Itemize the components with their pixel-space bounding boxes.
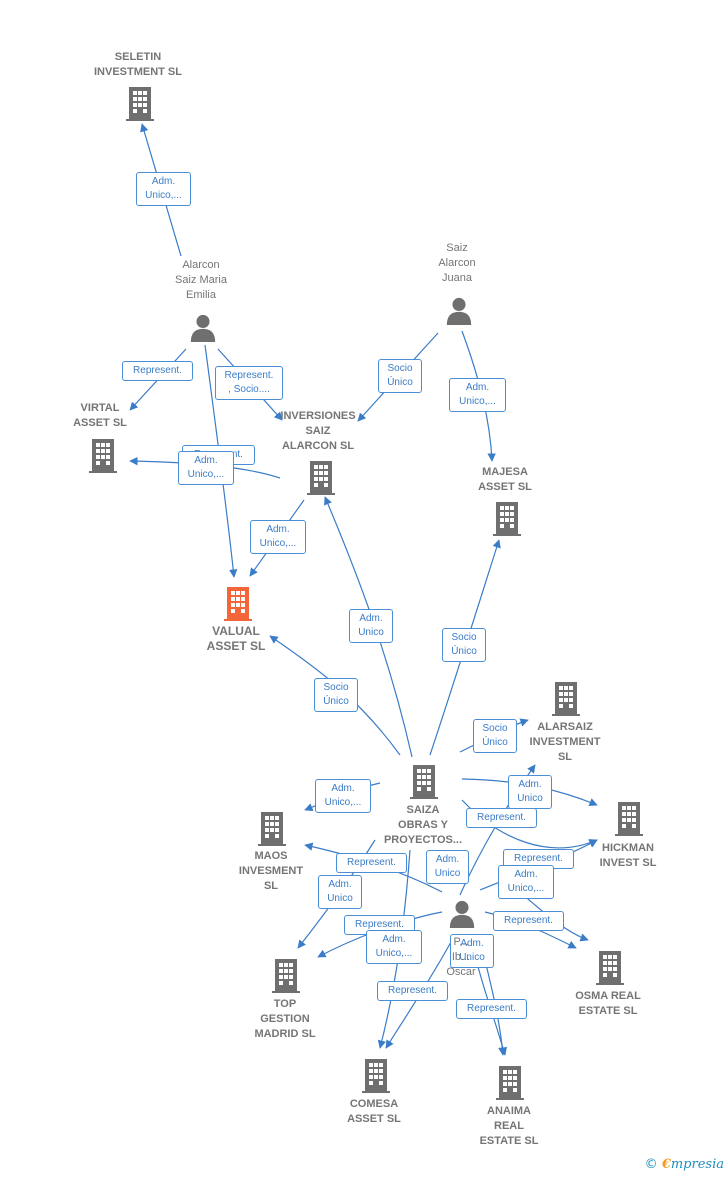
edge-label-e20[interactable]: Adm. Unico,... [498,865,554,899]
node-label-hickman[interactable]: HICKMAN INVEST SL [599,842,657,869]
building-icon-comesa[interactable] [362,1059,390,1093]
edge-label-e11[interactable]: Socio Único [442,628,486,662]
node-label-top_gestion[interactable]: TOP GESTION MADRID SL [254,998,316,1040]
edge-label-e10[interactable]: Socio Único [314,678,358,712]
node-label-person_oscar[interactable]: P... Ib... Oscar [446,936,476,978]
edge-label-e9[interactable]: Adm. Unico [349,609,393,643]
building-icon-hickman[interactable] [615,802,643,836]
brand-initial: € [661,1157,671,1172]
edge-label-e22[interactable]: Represent. [493,911,564,931]
edge-label-e1[interactable]: Adm. Unico,... [136,172,191,206]
edge-label-e25[interactable]: Represent. [377,981,448,1001]
edge-label-e6[interactable]: Socio Único [378,359,422,393]
edge-label-e2[interactable]: Represent. [122,361,193,381]
building-icon-alarsaiz[interactable] [552,682,580,716]
edge-label-e8[interactable]: Adm. Unico,... [250,520,306,554]
edge-label-e26[interactable]: Represent. [456,999,527,1019]
person-icon-saiz_juana[interactable] [446,297,472,325]
person-icon-person_oscar[interactable] [449,900,475,928]
node-label-seletin[interactable]: SELETIN INVESTMENT SL [93,51,182,78]
edge-label-e12[interactable]: Socio Único [473,719,517,753]
edge-label-e17[interactable]: Adm. Unico [426,850,469,884]
brand-logo: © €mpresia [645,1157,724,1172]
edge-label-e16[interactable]: Represent. [336,853,407,873]
building-icon-top_gestion[interactable] [272,959,300,993]
edge-label-e5[interactable]: Adm. Unico,... [178,451,234,485]
node-label-alarsaiz[interactable]: ALARSAIZ INVESTMENT SL [529,721,601,763]
building-icon-majesa[interactable] [493,502,521,536]
person-icon-alarcon_maria[interactable] [190,314,216,342]
building-icon-inversiones[interactable] [307,461,335,495]
node-label-saiz_juana[interactable]: Saiz Alarcon Juana [438,242,476,284]
node-label-alarcon_maria[interactable]: Alarcon Saiz Maria Emilia [175,259,227,301]
building-icon-valual[interactable] [224,587,252,621]
node-label-majesa[interactable]: MAJESA ASSET SL [478,466,532,493]
copyright-icon: © [644,1157,658,1172]
node-label-inversiones[interactable]: INVERSIONES SAIZ ALARCON SL [280,410,356,452]
building-icon-anaima[interactable] [496,1066,524,1100]
node-label-comesa[interactable]: COMESA ASSET SL [347,1098,401,1125]
node-label-maos[interactable]: MAOS INVESMENT SL [238,850,304,892]
edge-label-e24[interactable]: Adm. Unico [450,934,494,968]
edge-label-e23[interactable]: Adm. Unico,... [366,930,422,964]
edge-label-e13[interactable]: Adm. Unico [508,775,552,809]
edge-label-e7[interactable]: Adm. Unico,... [449,378,506,412]
node-label-saiza[interactable]: SAIZA OBRAS Y PROYECTOS... [383,804,463,846]
edge-label-e19[interactable]: Adm. Unico [318,875,362,909]
building-icon-seletin[interactable] [126,87,154,121]
edge-label-e15[interactable]: Represent. [466,808,537,828]
edge-label-e3[interactable]: Represent. , Socio.... [215,366,283,400]
building-icon-osma[interactable] [596,951,624,985]
building-icon-virtal[interactable] [89,439,117,473]
node-label-valual[interactable]: VALUAL ASSET SL [206,624,266,653]
building-icon-saiza[interactable] [410,765,438,799]
brand-name: mpresia [670,1157,724,1172]
node-label-osma[interactable]: OSMA REAL ESTATE SL [575,990,641,1017]
node-label-anaima[interactable]: ANAIMA REAL ESTATE SL [479,1105,539,1147]
building-icon-maos[interactable] [258,812,286,846]
node-label-virtal[interactable]: VIRTAL ASSET SL [73,402,127,429]
edge-label-e14[interactable]: Adm. Unico,... [315,779,371,813]
